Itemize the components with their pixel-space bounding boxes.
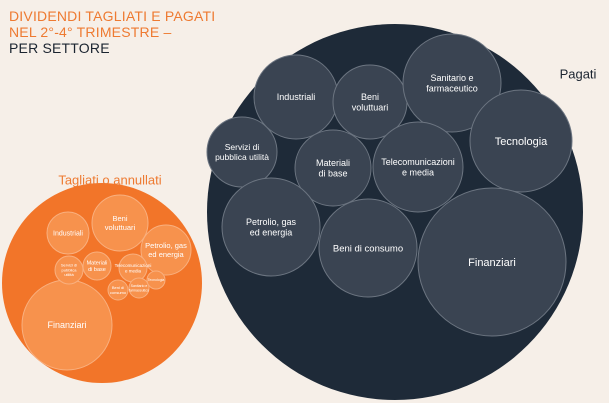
bubble-cut-tecnologia: Tecnologia xyxy=(146,270,166,290)
bubble-label: Tecnologia xyxy=(495,136,548,148)
bubble-label: Finanziari xyxy=(47,320,86,330)
bubble-label: Finanziari xyxy=(468,257,516,269)
chart-title: Dividendi tagliati e pagati nel 2°-4° tr… xyxy=(9,8,215,56)
bubble-circle xyxy=(402,33,502,133)
bubble-circle xyxy=(46,211,90,255)
title-line-2: nel 2°-4° trimestre – xyxy=(9,24,172,40)
bubble-paid-industriali: Industriali xyxy=(253,54,339,140)
bubble-circle xyxy=(294,129,372,207)
bubble-circle xyxy=(146,270,166,290)
bubble-label: Industriali xyxy=(277,92,316,102)
group-label-paid: Pagati xyxy=(560,67,597,82)
bubble-label: Tecnologia xyxy=(148,278,165,282)
bubble-circle xyxy=(318,198,418,298)
bubble-circle xyxy=(82,251,112,281)
group-label-cut: Tagliati o annullati xyxy=(58,173,161,188)
bubble-circle xyxy=(54,255,84,285)
bubble-paid-beni-di-consumo: Beni di consumo xyxy=(318,198,418,298)
bubble-circle xyxy=(91,194,149,252)
bubble-circle xyxy=(221,177,321,277)
bubble-label: Beni di consumo xyxy=(333,243,403,254)
bubble-paid-finanziari: Finanziari xyxy=(417,187,567,337)
bubble-paid-tecnologia: Tecnologia xyxy=(469,89,573,193)
bubble-circle xyxy=(469,89,573,193)
bubble-circle xyxy=(140,224,192,276)
bubble-circle xyxy=(128,277,150,299)
bubble-circle xyxy=(372,121,464,213)
bubble-cut-industriali: Industriali xyxy=(46,211,90,255)
bubble-circle xyxy=(107,279,129,301)
bubble-label: Industriali xyxy=(53,230,83,237)
bubble-circle xyxy=(417,187,567,337)
bubble-cut-finanziari: Finanziari xyxy=(21,279,113,371)
title-line-1: Dividendi tagliati e pagati xyxy=(9,8,216,24)
title-line-3: per settore xyxy=(9,40,110,56)
